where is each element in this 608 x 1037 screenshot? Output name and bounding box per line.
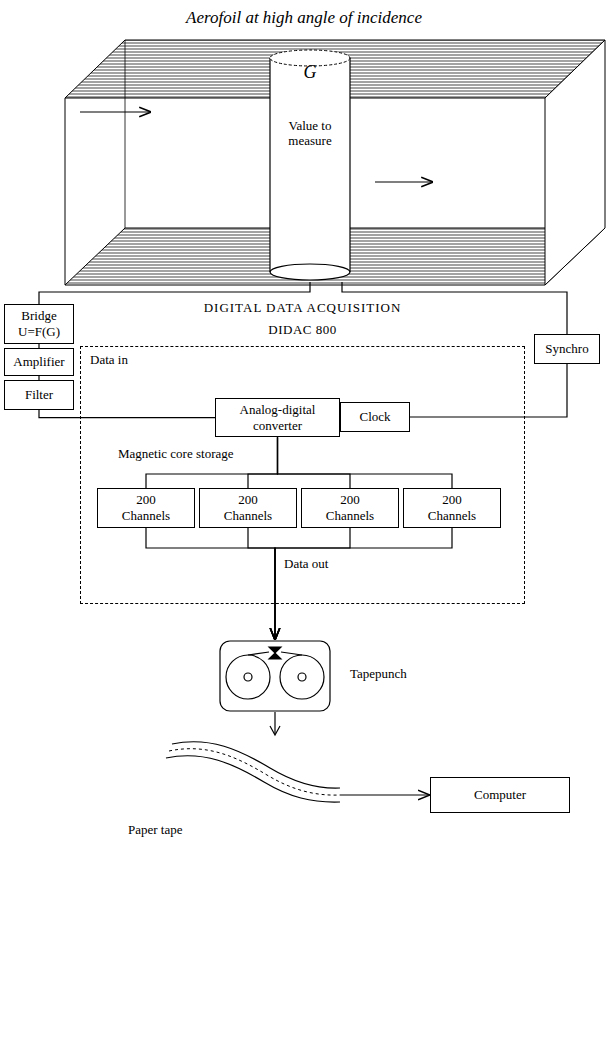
tunnel-side-wall: [545, 40, 605, 285]
tape-holes: [169, 749, 340, 795]
storage-box: 200 Channels: [97, 488, 195, 528]
annotation-label: Magnetic core storage: [116, 446, 236, 462]
paper-tape-edge: [166, 756, 340, 802]
signal-line: [248, 528, 275, 640]
bridge-box: BridgeU=F(G): [4, 304, 74, 344]
storage-box: 200 Channels: [403, 488, 501, 528]
computer-box-text: Computer: [474, 787, 526, 803]
signal-line: [39, 410, 215, 418]
punch-housing: [220, 641, 330, 711]
aerofoil-model-text: G: [304, 62, 317, 84]
flow-arrow: [375, 181, 432, 182]
tapepunch-text: Tapepunch: [350, 666, 407, 682]
storage-box-text: 200 Channels: [217, 492, 279, 523]
bridge-box-text: U=F(G): [18, 324, 60, 340]
signal-line: [340, 794, 430, 795]
punch-head: [269, 647, 281, 659]
tape-reel: [280, 655, 324, 699]
tape-run: [248, 652, 269, 655]
signal-line: [146, 437, 278, 488]
aerofoil-base: [270, 264, 350, 280]
converter-box: Analog-digital converter: [215, 398, 340, 437]
signal-line: [275, 528, 350, 640]
acquisition-region-text: DIDAC 800: [80, 322, 525, 338]
tapepunch: Tapepunch: [160, 640, 340, 812]
storage-box-text: 200 Channels: [115, 492, 177, 523]
signal-line: [275, 528, 452, 640]
aerofoil-outline: [266, 48, 354, 282]
output-arrow: [274, 712, 275, 734]
title: Aerofoil at high angle of incidence: [0, 8, 608, 28]
tape-run: [281, 652, 302, 655]
computer-box: Computer: [430, 777, 570, 813]
paper-tape-edge: [172, 742, 340, 788]
synchro-box: Synchro: [534, 334, 600, 364]
aerofoil-model: G Value to measure: [266, 48, 354, 282]
amplifier-box-text: Amplifier: [13, 354, 64, 370]
annotation-label: Data in: [90, 352, 128, 368]
converter-box-text: Analog-digital converter: [226, 402, 330, 433]
storage-box: 200 Channels: [301, 488, 399, 528]
storage-box-text: 200 Channels: [421, 492, 483, 523]
aerofoil-model-text: Value to measure: [274, 118, 346, 149]
filter-box: Filter: [4, 380, 74, 410]
signal-line: [278, 437, 351, 488]
signal-line: [248, 437, 278, 488]
tunnel-edge: [65, 98, 66, 285]
tapepunch-drawing: [160, 640, 340, 812]
storage-box: 200 Channels: [199, 488, 297, 528]
annotation-label: Paper tape: [128, 822, 183, 838]
signal-line: [146, 528, 275, 640]
tape-reel: [226, 655, 270, 699]
aerofoil-body: [270, 58, 350, 272]
reel-hub: [298, 673, 306, 681]
aerofoil-side: [269, 58, 270, 272]
flow-arrow: [80, 111, 150, 112]
output-arrowhead: [270, 726, 280, 735]
clock-box-text: Clock: [359, 409, 390, 425]
synchro-box-text: Synchro: [545, 341, 588, 357]
annotation-label: Data out: [284, 556, 328, 572]
signal-line: [278, 437, 453, 488]
reel-hub: [244, 673, 252, 681]
filter-box-text: Filter: [25, 387, 53, 403]
bridge-box-text: Bridge: [21, 308, 56, 324]
aerofoil-side: [349, 58, 350, 272]
amplifier-box: Amplifier: [4, 348, 74, 376]
storage-box-text: 200 Channels: [319, 492, 381, 523]
signal-line: [410, 364, 567, 417]
clock-box: Clock: [340, 402, 410, 432]
acquisition-region-text: DIGITAL DATA ACQUISITION: [80, 300, 525, 316]
tunnel-edge: [125, 40, 126, 228]
